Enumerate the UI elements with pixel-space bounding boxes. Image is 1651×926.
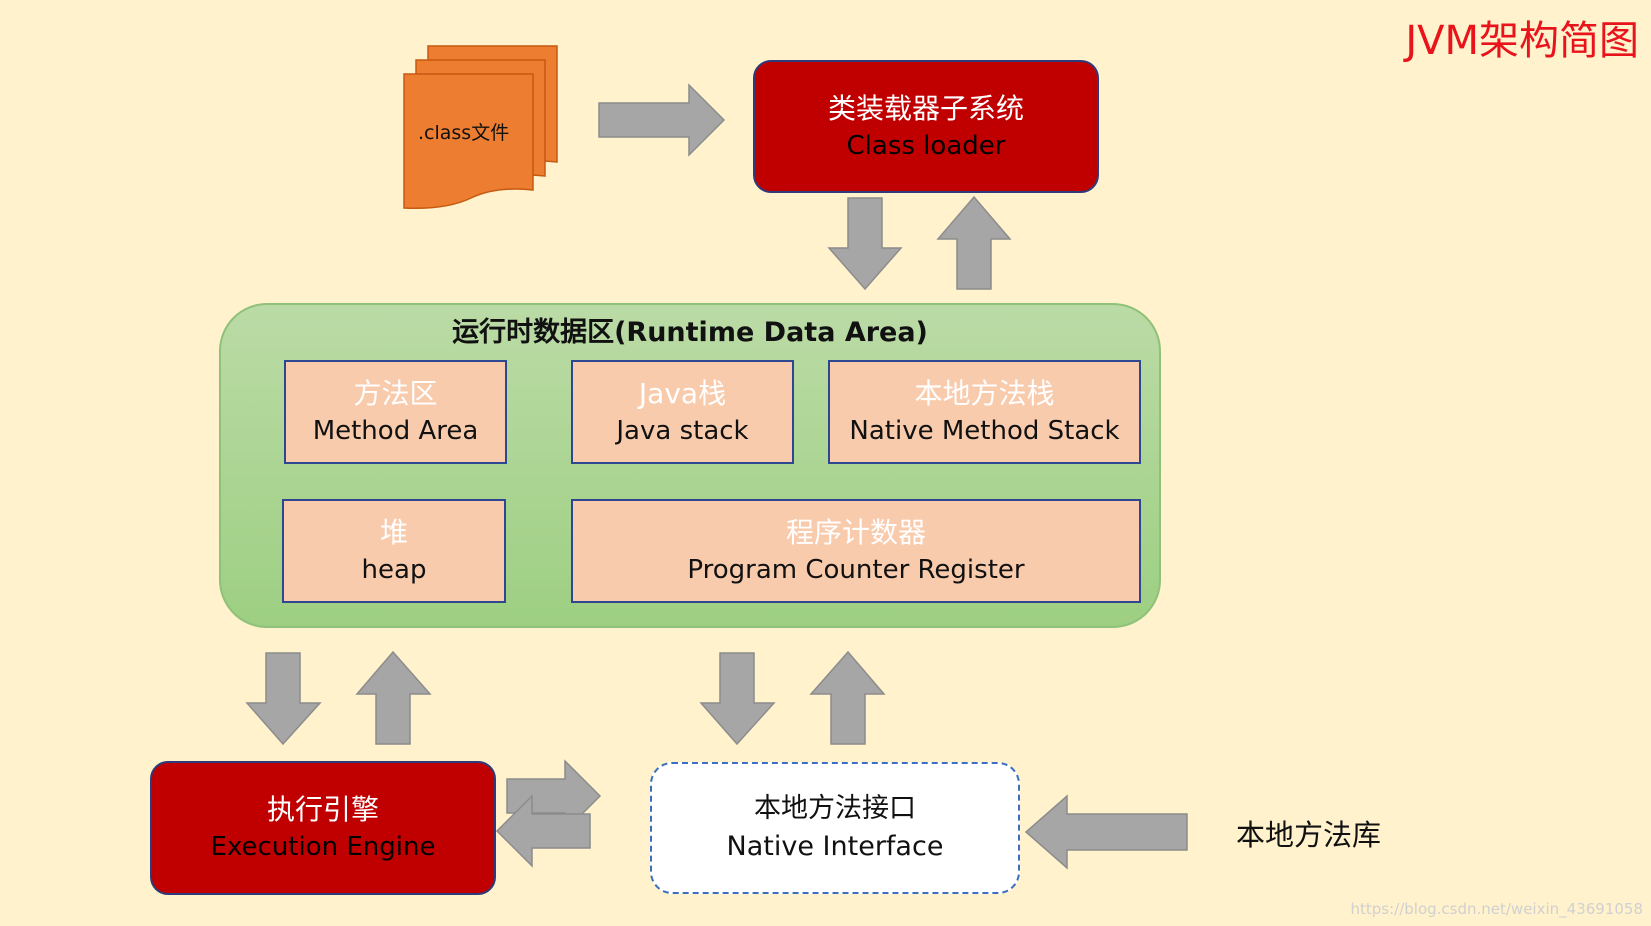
arrow-loader-down bbox=[827, 197, 903, 291]
class-loader-box: 类装载器子系统 Class loader bbox=[753, 60, 1099, 193]
method-area-cn: 方法区 bbox=[353, 377, 438, 410]
java-stack-box: Java栈 Java stack bbox=[571, 360, 794, 464]
native-library-label: 本地方法库 bbox=[1236, 818, 1382, 852]
arrow-runtime-to-engine bbox=[245, 652, 322, 746]
execution-engine-en: Execution Engine bbox=[210, 832, 436, 862]
class-file-icon bbox=[403, 45, 558, 210]
native-interface-en: Native Interface bbox=[726, 831, 944, 862]
runtime-data-area-title: 运行时数据区(Runtime Data Area) bbox=[452, 317, 928, 348]
class-file-label: .class文件 bbox=[418, 122, 510, 144]
method-area-box: 方法区 Method Area bbox=[284, 360, 507, 464]
java-stack-cn: Java栈 bbox=[638, 377, 727, 410]
arrow-native-to-runtime bbox=[809, 650, 886, 745]
arrow-runtime-to-native bbox=[699, 652, 776, 746]
execution-engine-cn: 执行引擎 bbox=[266, 793, 379, 826]
native-method-stack-en: Native Method Stack bbox=[849, 416, 1120, 446]
heap-box: 堆 heap bbox=[282, 499, 506, 603]
java-stack-en: Java stack bbox=[616, 416, 749, 446]
arrow-native-to-engine bbox=[495, 794, 591, 868]
arrow-class-to-loader bbox=[598, 83, 726, 157]
native-interface-cn: 本地方法接口 bbox=[754, 793, 916, 824]
arrow-loader-up bbox=[936, 195, 1012, 290]
program-counter-cn: 程序计数器 bbox=[785, 516, 926, 549]
arrow-engine-to-runtime bbox=[355, 650, 432, 745]
native-interface-box: 本地方法接口 Native Interface bbox=[650, 762, 1020, 894]
class-loader-cn: 类装载器子系统 bbox=[827, 91, 1024, 125]
class-loader-en: Class loader bbox=[846, 130, 1006, 161]
execution-engine-box: 执行引擎 Execution Engine bbox=[150, 761, 496, 895]
arrow-library-to-native bbox=[1024, 794, 1188, 870]
program-counter-en: Program Counter Register bbox=[687, 555, 1025, 585]
heap-en: heap bbox=[361, 555, 427, 585]
program-counter-box: 程序计数器 Program Counter Register bbox=[571, 499, 1141, 603]
diagram-title: JVM架构简图 bbox=[1405, 18, 1639, 64]
method-area-en: Method Area bbox=[312, 416, 479, 446]
heap-cn: 堆 bbox=[379, 516, 408, 549]
native-method-stack-cn: 本地方法栈 bbox=[914, 377, 1055, 410]
watermark: https://blog.csdn.net/weixin_43691058 bbox=[1350, 900, 1643, 918]
native-method-stack-box: 本地方法栈 Native Method Stack bbox=[828, 360, 1141, 464]
